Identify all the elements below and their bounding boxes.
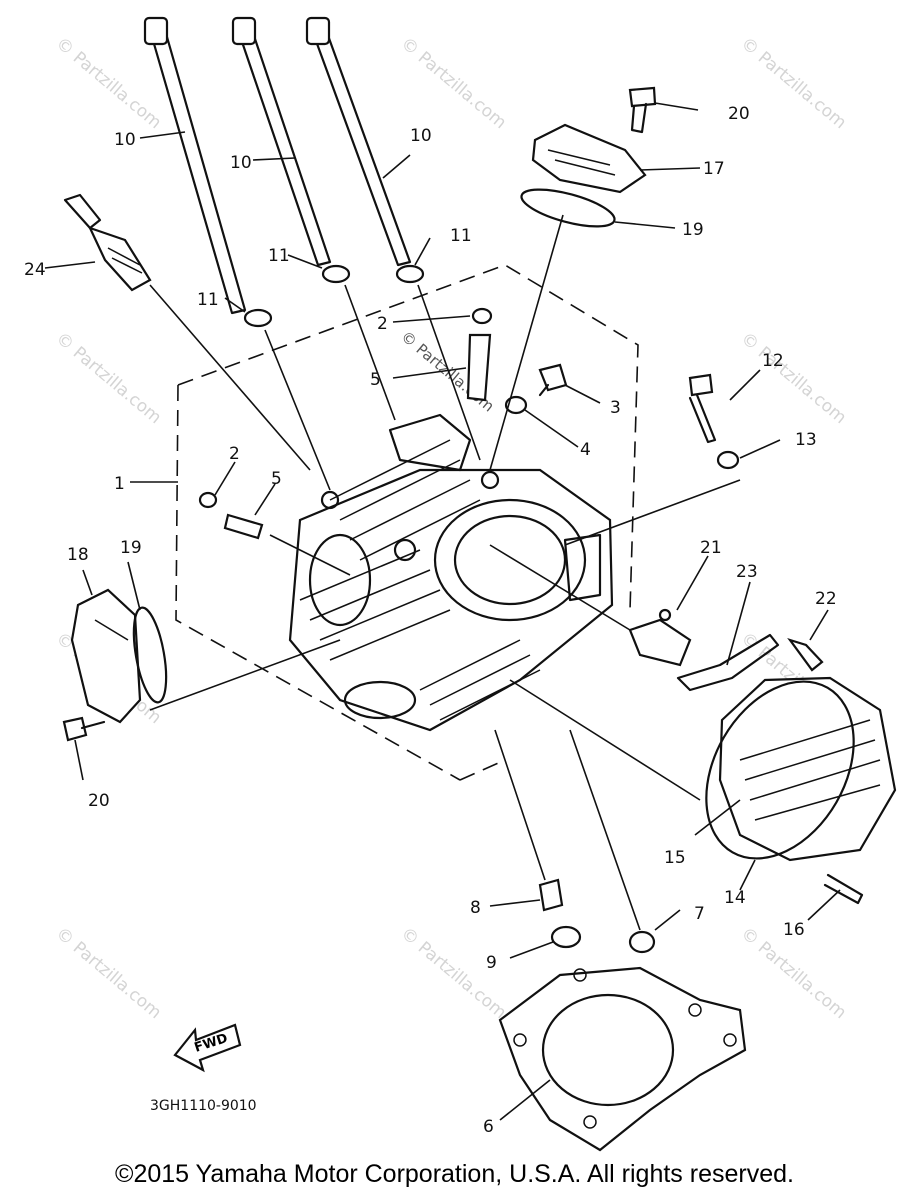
callout-21: 21 bbox=[700, 538, 722, 558]
callout-11: 11 bbox=[197, 290, 219, 310]
watermark-text: © Partzilla.com bbox=[737, 329, 850, 429]
callout-14: 14 bbox=[724, 888, 746, 908]
cam-parts bbox=[628, 608, 780, 692]
bolts bbox=[62, 86, 864, 905]
watermark-text: © Partzilla.com bbox=[737, 34, 850, 134]
cylinder-head-studs bbox=[143, 16, 412, 315]
dowels-and-guides bbox=[198, 307, 493, 540]
watermark-text: © Partzilla.com bbox=[52, 329, 165, 429]
drawing-code: 3GH1110-9010 bbox=[150, 1098, 257, 1114]
watermark-text: © Partzilla.com bbox=[52, 34, 165, 134]
stud bbox=[310, 28, 412, 267]
callout-8: 8 bbox=[470, 898, 481, 918]
washer-13 bbox=[716, 450, 740, 470]
lower-dowels bbox=[538, 878, 656, 954]
callout-16: 16 bbox=[783, 920, 805, 940]
fwd-arrow: FWD bbox=[173, 1023, 242, 1073]
callout-3: 3 bbox=[610, 398, 621, 418]
callout-17: 17 bbox=[703, 159, 725, 179]
callout-20: 20 bbox=[88, 791, 110, 811]
callout-15: 15 bbox=[664, 848, 686, 868]
valve-cover bbox=[705, 676, 897, 862]
callout-24: 24 bbox=[24, 260, 46, 280]
callout-10: 10 bbox=[114, 130, 136, 150]
callout-18: 18 bbox=[67, 545, 89, 565]
callout-23: 23 bbox=[736, 562, 758, 582]
callout-19: 19 bbox=[120, 538, 142, 558]
watermark-text: © Partzilla.com bbox=[397, 34, 510, 134]
callout-4: 4 bbox=[580, 440, 591, 460]
callout-22: 22 bbox=[815, 589, 837, 609]
callout-20: 20 bbox=[728, 104, 750, 124]
cylinder-head bbox=[288, 413, 614, 732]
callout-11: 11 bbox=[268, 246, 290, 266]
callout-5: 5 bbox=[370, 370, 381, 390]
watermark-text: © Partzilla.com bbox=[397, 924, 510, 1024]
callout-10: 10 bbox=[410, 126, 432, 146]
callout-9: 9 bbox=[486, 953, 497, 973]
copyright-notice: ©2015 Yamaha Motor Corporation, U.S.A. A… bbox=[115, 1160, 794, 1188]
spark-plug bbox=[63, 193, 152, 292]
washers bbox=[243, 264, 425, 328]
callout-1: 1 bbox=[114, 474, 125, 494]
washer-4 bbox=[504, 395, 528, 415]
head-gasket bbox=[498, 966, 747, 1152]
leader-lines bbox=[44, 102, 841, 1121]
side-cover bbox=[70, 588, 168, 724]
callout-10: 10 bbox=[230, 153, 252, 173]
assembly-boundary bbox=[175, 264, 639, 781]
callout-12: 12 bbox=[762, 351, 784, 371]
callout-13: 13 bbox=[795, 430, 817, 450]
stud-head bbox=[305, 16, 331, 46]
stud bbox=[236, 28, 332, 267]
callout-2: 2 bbox=[377, 314, 388, 334]
callout-2: 2 bbox=[229, 444, 240, 464]
callout-7: 7 bbox=[694, 904, 705, 924]
watermark-text: © Partzilla.com bbox=[52, 924, 165, 1024]
stud-head bbox=[231, 16, 257, 46]
cap-and-oring-top bbox=[520, 123, 647, 228]
callout-6: 6 bbox=[483, 1117, 494, 1137]
callout-numbers: 10 10 10 11 11 11 24 2 5 3 4 20 17 19 12… bbox=[24, 104, 837, 1137]
callout-11: 11 bbox=[450, 226, 472, 246]
callout-5: 5 bbox=[271, 469, 282, 489]
stud-head bbox=[143, 16, 169, 46]
callout-19: 19 bbox=[682, 220, 704, 240]
